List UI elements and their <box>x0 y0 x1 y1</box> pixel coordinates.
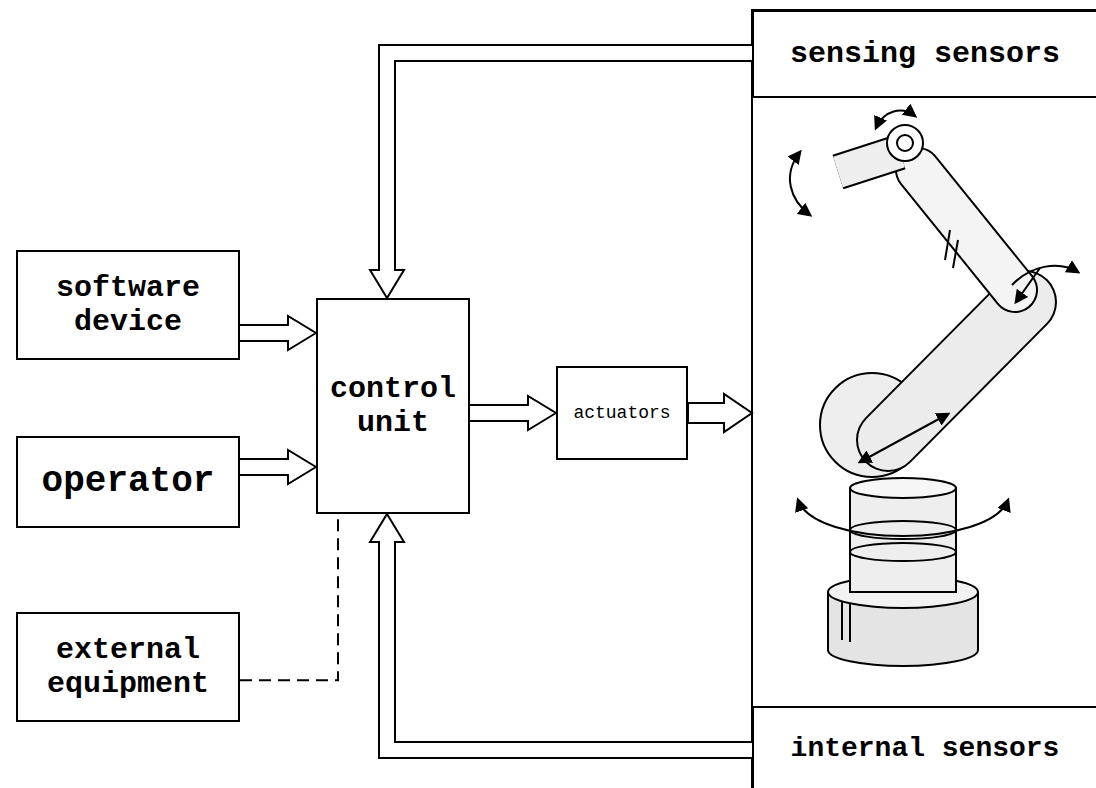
input-box: software device <box>16 250 240 360</box>
connector <box>370 514 752 750</box>
node-label: external equipment <box>38 633 218 702</box>
base-side <box>977 592 979 650</box>
wrist-joint <box>887 125 923 161</box>
upper-arm <box>888 302 1025 440</box>
motion-arrows <box>790 111 1078 536</box>
connector <box>240 450 316 484</box>
column-body <box>850 488 956 592</box>
motion-arrow <box>798 500 1008 536</box>
column-top <box>850 478 956 498</box>
control-box: control unit <box>316 298 470 514</box>
arrow-head <box>528 396 556 430</box>
motion-arrow <box>1012 266 1078 285</box>
motion-arrow <box>860 414 948 462</box>
input-box: external equipment <box>16 612 240 722</box>
node-label: actuators <box>573 403 670 424</box>
robot-panel <box>752 10 1096 788</box>
connector-outline <box>387 53 752 270</box>
forearm-outline <box>918 170 1015 290</box>
base-shade <box>849 602 851 642</box>
connector <box>470 396 556 430</box>
connector-fill <box>240 326 291 340</box>
arrow-head <box>370 514 404 542</box>
column-ring <box>850 543 956 561</box>
connector-fill <box>470 406 531 420</box>
node-label: operator <box>42 461 215 502</box>
motion-arrow <box>790 152 810 215</box>
dashed-link <box>240 514 338 680</box>
drive-arrow <box>688 394 752 432</box>
sensor-band: internal sensors <box>752 706 1096 788</box>
connector <box>370 53 752 298</box>
sensor-band: sensing sensors <box>752 10 1096 98</box>
forearm <box>918 170 1015 290</box>
forearm-shade <box>945 230 950 260</box>
arrow-head <box>288 450 316 484</box>
motion-arrow <box>1016 268 1040 302</box>
connector-fill <box>240 460 291 474</box>
base-shade <box>841 600 843 640</box>
wrist-pin <box>897 135 913 151</box>
arrow-head <box>288 316 316 350</box>
forearm-shade <box>953 240 958 268</box>
node-label: control unit <box>323 372 463 441</box>
connector <box>240 514 338 680</box>
connector <box>240 316 316 350</box>
node-label: sensing sensors <box>790 37 1060 72</box>
motion-arrow <box>876 111 915 128</box>
node-label: software device <box>43 271 213 340</box>
base-side <box>827 592 829 650</box>
connector-fill <box>387 539 752 750</box>
arrow-head <box>370 270 404 298</box>
connector-outline <box>387 542 752 750</box>
upper-arm-outline <box>888 302 1025 440</box>
connector-fill <box>387 53 752 273</box>
input-box: operator <box>16 436 240 528</box>
node-label: internal sensors <box>791 733 1060 765</box>
actuator-box: actuators <box>556 366 688 460</box>
